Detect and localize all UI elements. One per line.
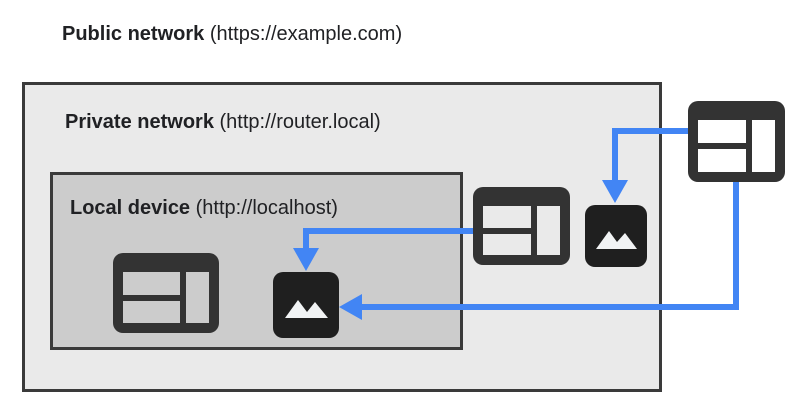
private-network-image-icon <box>585 205 647 267</box>
local-device-label: Local device (http://localhost) <box>70 196 338 220</box>
window-icon-pane-right <box>537 206 560 255</box>
window-icon-pane-right <box>752 120 775 172</box>
local-device-box: Local device (http://localhost) <box>50 172 463 350</box>
local-device-name: Local device <box>70 197 191 219</box>
private-network-url: (http://router.local) <box>219 111 381 133</box>
window-icon-right-pane-wrap <box>537 206 560 255</box>
window-icon-pane-top <box>698 120 746 143</box>
window-icon-left-panes <box>698 120 746 172</box>
window-icon-right-pane-wrap <box>186 272 209 323</box>
window-icon-pane-right <box>186 272 209 323</box>
window-icon-left-panes <box>123 272 180 323</box>
private-network-name: Private network <box>65 111 214 133</box>
public-network-window-icon <box>688 101 785 182</box>
local-device-image-icon <box>273 272 339 338</box>
private-network-window-icon <box>473 187 570 265</box>
public-network-label: Public network (https://example.com) <box>62 22 402 46</box>
private-network-label: Private network (http://router.local) <box>65 110 381 134</box>
local-device-window-icon <box>113 253 219 333</box>
window-icon-left-panes <box>483 206 531 255</box>
window-icon-pane-bottom <box>698 149 746 172</box>
public-network-url: (https://example.com) <box>209 23 403 45</box>
window-icon-pane-bottom <box>483 233 531 255</box>
window-icon-pane-bottom <box>123 300 180 323</box>
public-network-name: Public network <box>62 23 205 45</box>
local-device-url: (http://localhost) <box>195 197 338 219</box>
window-icon-pane-top <box>123 272 180 295</box>
window-icon-pane-top <box>483 206 531 228</box>
image-mountain-glyph <box>285 300 328 318</box>
image-mountain-glyph <box>596 231 637 249</box>
window-icon-right-pane-wrap <box>752 120 775 172</box>
